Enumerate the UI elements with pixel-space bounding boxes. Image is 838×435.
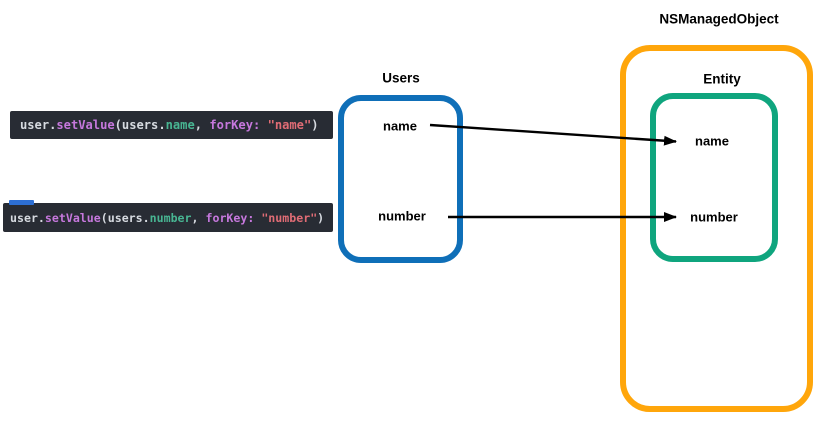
- code-snippet-set-name: user. setValue (users. name , forKey: "n…: [10, 111, 333, 139]
- code-token: ,: [194, 118, 210, 132]
- users-box: [338, 95, 463, 263]
- code-token: ): [317, 210, 325, 225]
- code-token: forKey:: [209, 118, 268, 132]
- code-token: setValue: [44, 210, 101, 225]
- tab-marker: [9, 200, 34, 205]
- code-token: "name": [267, 118, 312, 132]
- users-field-name: name: [383, 118, 417, 134]
- code-snippet-set-number: user. setValue (users. number , forKey: …: [3, 200, 333, 232]
- code-token: ,: [191, 210, 206, 225]
- code-token: (users.: [100, 210, 150, 225]
- entity-field-number: number: [690, 209, 738, 225]
- code-token: (users.: [114, 118, 166, 132]
- code-token: "number": [261, 210, 318, 225]
- entity-box: [650, 93, 778, 262]
- code-token: user.: [20, 118, 57, 132]
- code-token: number: [149, 210, 192, 225]
- entity-field-name: name: [695, 133, 729, 149]
- nsmanagedobject-box-title: NSManagedObject: [659, 11, 779, 27]
- nsmanagedobject-box: [620, 45, 813, 412]
- code-token: setValue: [56, 118, 115, 132]
- code-token: name: [165, 118, 195, 132]
- code-token: forKey:: [205, 210, 262, 225]
- entity-box-title: Entity: [703, 71, 741, 87]
- code-token: user.: [10, 210, 45, 225]
- code-token: ): [311, 118, 319, 132]
- users-box-title: Users: [382, 70, 420, 86]
- users-field-number: number: [378, 208, 426, 224]
